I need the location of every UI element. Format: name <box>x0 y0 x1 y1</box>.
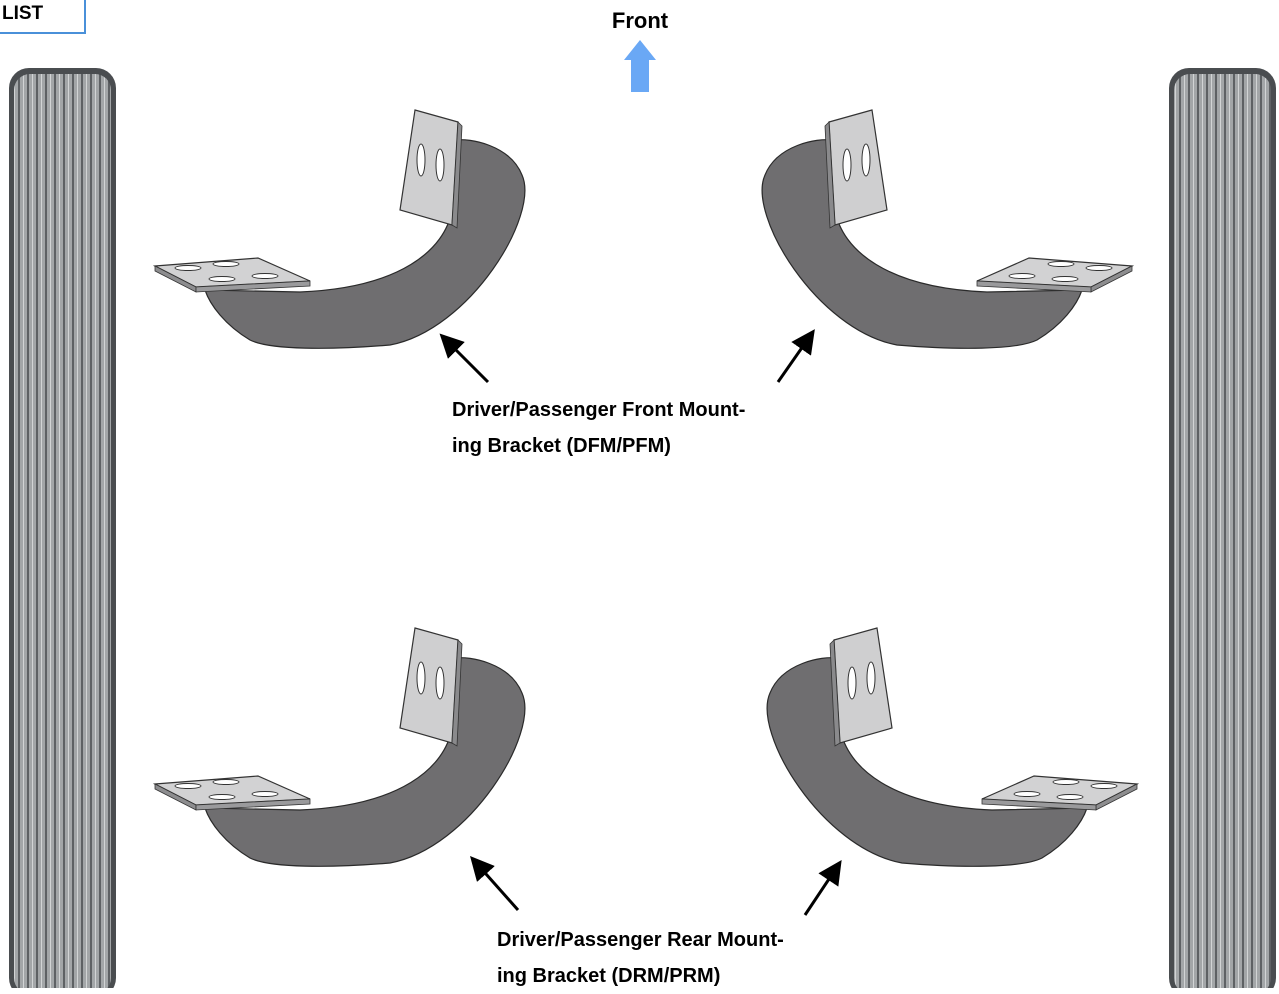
front-label: Front <box>611 8 669 33</box>
front-bracket-callout: Driver/Passenger Front Mount- ing Bracke… <box>452 392 745 464</box>
rear-bracket-callout: Driver/Passenger Rear Mount- ing Bracket… <box>497 922 784 994</box>
rear-callout-line1: Driver/Passenger Rear Mount- <box>497 929 784 951</box>
front-callout-line2: ing Bracket (DFM/PFM) <box>452 435 671 457</box>
list-tab: LIST <box>0 0 86 34</box>
passenger-rear-bracket <box>766 627 1138 867</box>
rear-callout-line2: ing Bracket (DRM/PRM) <box>497 965 721 987</box>
rear-right-pointer-arrow <box>803 860 842 916</box>
driver-front-bracket <box>154 109 526 349</box>
rear-left-pointer-arrow <box>470 856 520 911</box>
left-running-board <box>9 68 116 988</box>
front-callout-line1: Driver/Passenger Front Mount- <box>452 399 746 421</box>
driver-rear-bracket <box>154 627 526 867</box>
front-arrow-icon <box>624 40 656 92</box>
front-right-pointer-arrow <box>776 329 815 383</box>
right-running-board <box>1169 68 1276 988</box>
passenger-front-bracket <box>761 109 1133 349</box>
front-left-pointer-arrow <box>439 333 490 384</box>
